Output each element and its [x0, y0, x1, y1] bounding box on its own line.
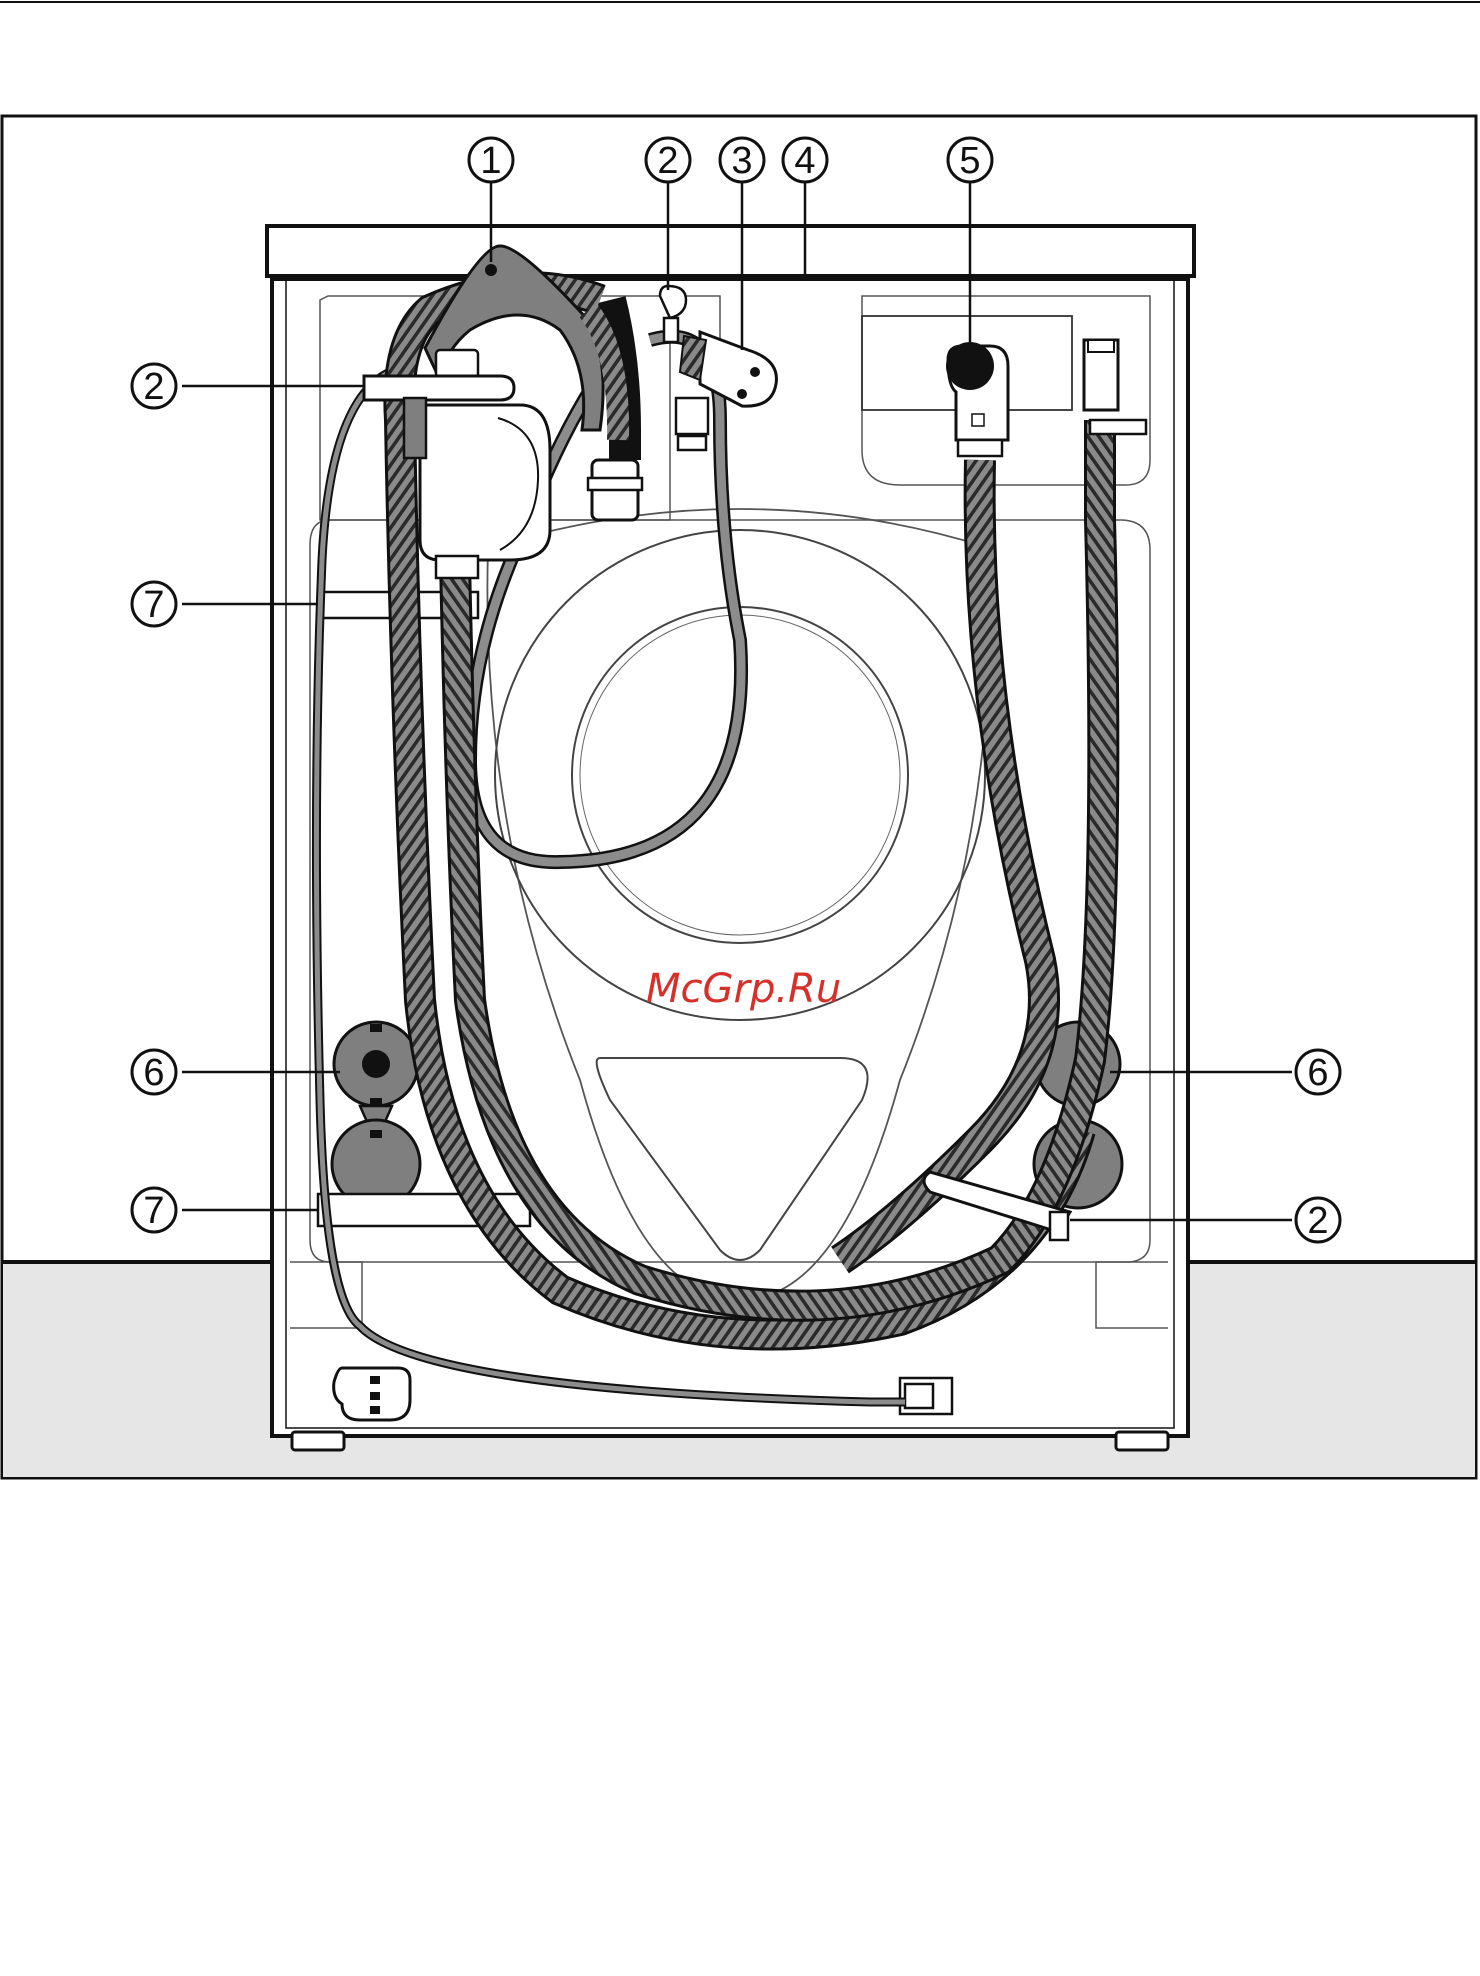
callout-5: 5	[948, 138, 992, 182]
worktop	[267, 226, 1194, 276]
drain-hose-end-collar	[588, 478, 642, 490]
callout-4-label: 4	[794, 140, 815, 182]
callout-6-left-label: 6	[143, 1052, 164, 1094]
inlet-fitting	[676, 398, 708, 434]
callout-3-label: 3	[731, 140, 752, 182]
callout-5-label: 5	[959, 140, 980, 182]
hose-holder-dot	[485, 264, 497, 276]
callout-3: 3	[720, 138, 764, 182]
aquasecure-valve-cap	[436, 350, 478, 378]
callout-1: 1	[469, 138, 513, 182]
hook-stem-top	[664, 318, 678, 342]
callout-2-top: 2	[646, 138, 690, 182]
foot-right	[1116, 1432, 1168, 1450]
callout-6-left: 6	[132, 1050, 176, 1094]
aquasecure-valve-base	[436, 556, 478, 578]
callout-1-label: 1	[480, 140, 501, 182]
callout-6-right-label: 6	[1307, 1052, 1328, 1094]
callout-7-lower-label: 7	[143, 1190, 164, 1232]
callout-7-upper: 7	[132, 582, 176, 626]
drain-outlet-collar	[958, 440, 1002, 456]
hose-hook-left-stem	[404, 398, 426, 458]
mains-socket-pin-2	[370, 1392, 380, 1400]
mains-plug-pin-2	[737, 389, 747, 399]
callout-6-right: 6	[1296, 1050, 1340, 1094]
inlet-standpipe-clamp	[1090, 420, 1146, 434]
callout-2-right: 2	[1296, 1198, 1340, 1242]
drain-outlet-socket	[946, 342, 994, 390]
aquasecure-valve-housing	[420, 405, 550, 560]
mains-socket-pin-1	[370, 1376, 380, 1384]
mains-plug-pin-1	[750, 367, 760, 377]
callout-2-top-label: 2	[657, 140, 678, 182]
mains-socket-pin-3	[370, 1406, 380, 1414]
callout-7-lower: 7	[132, 1188, 176, 1232]
callout-7-upper-label: 7	[143, 584, 164, 626]
callout-2-left: 2	[132, 364, 176, 408]
drain-outlet-marker	[972, 414, 984, 426]
inlet-fitting-nut	[678, 436, 706, 450]
callout-2-left-label: 2	[143, 366, 164, 408]
callout-2-right-label: 2	[1307, 1200, 1328, 1242]
callout-4: 4	[783, 138, 827, 182]
inlet-standpipe-cap	[1088, 340, 1114, 352]
watermark-text: McGrp.Ru	[646, 966, 841, 1012]
foot-left	[292, 1432, 344, 1450]
hose-hook-left	[364, 376, 514, 400]
hose-hook-right-end	[1050, 1212, 1068, 1240]
power-connector-plug	[905, 1384, 933, 1408]
